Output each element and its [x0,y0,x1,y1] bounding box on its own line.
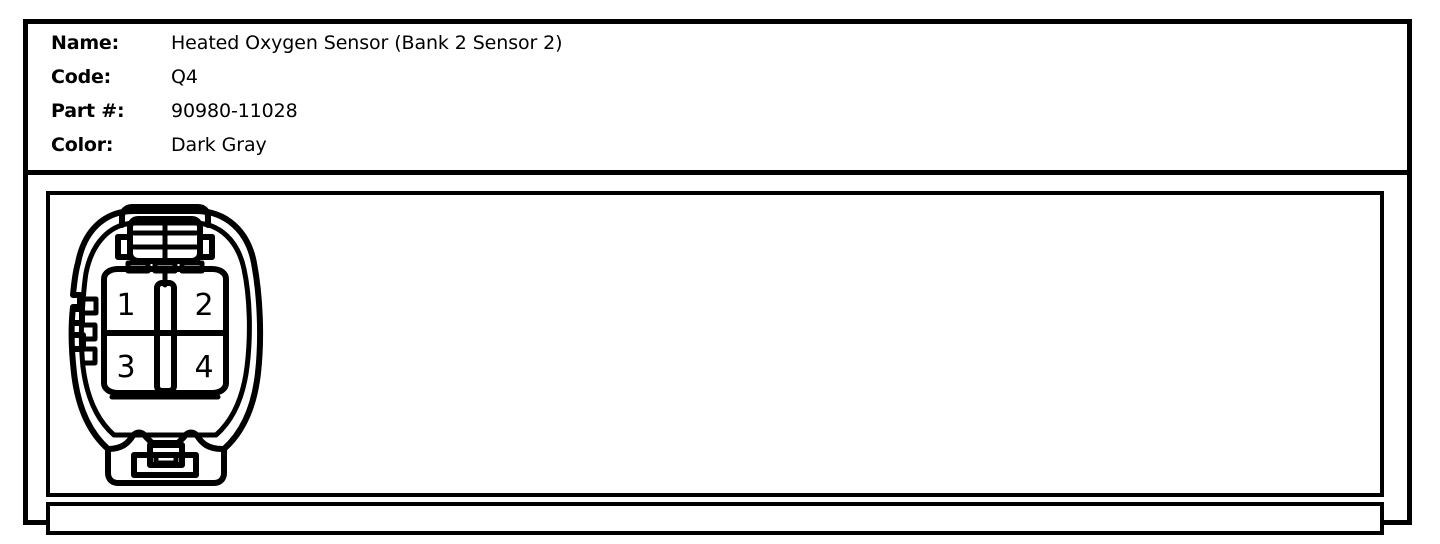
spec-label-name: Name: [51,32,120,54]
pin-label-4: 4 [194,350,213,385]
latch-outer-bracket [119,204,211,228]
spec-value-color: Dark Gray [171,134,267,156]
spec-row-part-number: Part #: 90980-11028 [51,100,562,134]
spec-value-name: Heated Oxygen Sensor (Bank 2 Sensor 2) [171,32,563,54]
pin-cavity-block [101,266,229,396]
connector-pinout-icon: 1 2 3 4 [68,204,264,486]
spec-row-name: Name: Heated Oxygen Sensor (Bank 2 Senso… [51,32,563,66]
pin-label-2: 2 [194,288,213,323]
spec-label-part-number: Part #: [51,100,125,122]
spec-label-color: Color: [51,134,114,156]
center-keyway [154,280,177,394]
pin-label-1: 1 [116,288,135,323]
connector-diagram-panel: 1 2 3 4 [46,191,1384,497]
spec-value-code: Q4 [171,66,198,88]
pin-label-3: 3 [116,350,135,385]
spec-list: Name: Heated Oxygen Sensor (Bank 2 Senso… [51,32,563,168]
spec-card: Name: Heated Oxygen Sensor (Bank 2 Senso… [23,19,1412,535]
spec-row-code: Code: Q4 [51,66,562,100]
spec-header: Name: Heated Oxygen Sensor (Bank 2 Senso… [28,24,1407,175]
spec-row-color: Color: Dark Gray [51,134,562,168]
footer-strip [46,502,1384,535]
connector-diagram: 1 2 3 4 [56,197,276,489]
spec-value-part-number: 90980-11028 [171,100,298,122]
retainer-tab-slot [153,452,179,466]
spec-label-code: Code: [51,66,112,88]
